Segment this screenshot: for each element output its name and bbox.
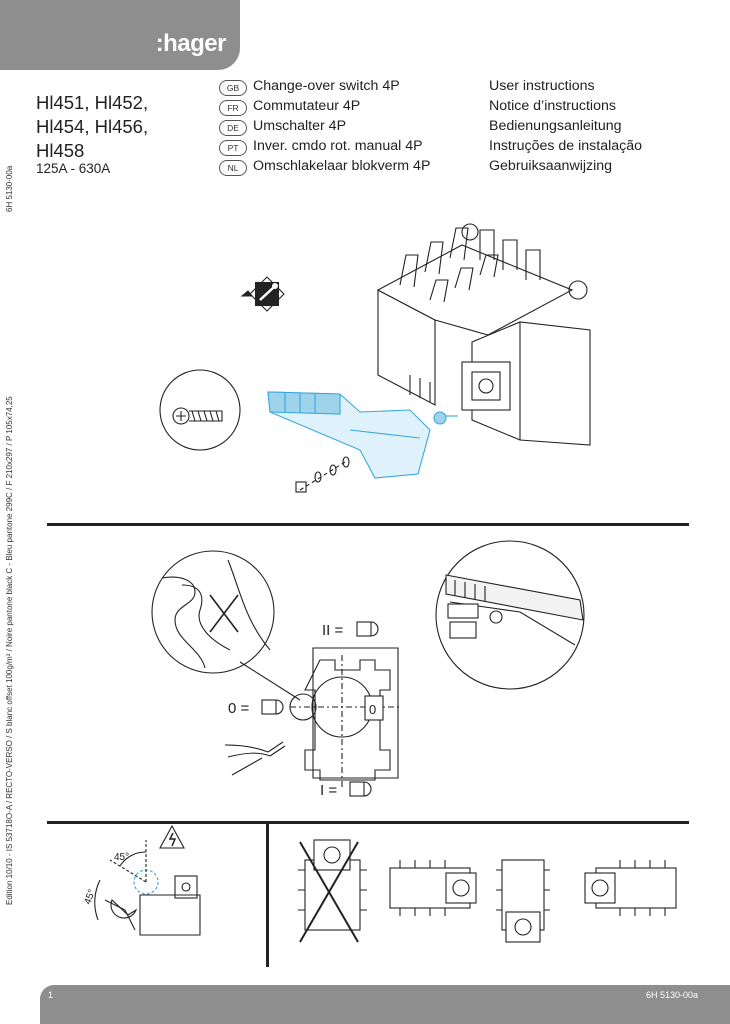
language-code-badge: PT (219, 140, 247, 156)
mechanism-plate (289, 647, 400, 790)
page-footer: 1 6H 5130-00a (40, 985, 730, 1024)
language-code-badge: GB (219, 80, 247, 96)
product-name: Umschalter 4P (253, 118, 347, 134)
screw-assembly (295, 456, 350, 493)
footer-doc-ref: 6H 5130-00a (645, 990, 698, 1000)
orientation-allowed-1 (389, 860, 477, 916)
brand-header-tab: :hager (0, 0, 240, 70)
instructions-title: User instructions (489, 78, 595, 94)
current-rating: 125A - 630A (36, 161, 111, 176)
instructions-title: Bedienungsanleitung (489, 118, 622, 134)
product-name: Omschlakelaar blokverm 4P (253, 158, 431, 174)
language-row-nl: NL Omschlakelaar blokverm 4P Gebruiksaan… (219, 158, 679, 178)
position-0-label: 0 = (228, 700, 250, 717)
product-name: Commutateur 4P (253, 98, 361, 114)
lock-symbols (261, 621, 379, 797)
instructions-title: Notice d’instructions (489, 98, 616, 114)
model-list: Hl451, Hl452, Hl454, Hl456, Hl458 (36, 91, 148, 163)
instructions-title: Gebruiksaanwijzing (489, 158, 613, 174)
column-divider (266, 822, 269, 967)
model-line: Hl451, Hl452, (36, 92, 149, 113)
cutting-pliers-icon (224, 741, 286, 776)
rotation-angle-diagram (94, 824, 201, 936)
dial-zero-mark: 0 (369, 702, 376, 717)
handle-part (267, 391, 458, 479)
product-name: Change-over switch 4P (253, 78, 400, 94)
hager-logo: :hager (155, 30, 227, 57)
language-row-de: DE Umschalter 4P Bedienungsanleitung (219, 118, 679, 138)
orientation-forbidden (298, 839, 367, 943)
model-line: Hl454, Hl456, (36, 116, 149, 137)
latch-detail-circle (151, 550, 301, 701)
orientation-allowed-2 (496, 859, 550, 943)
language-row-pt: PT Inver. cmdo rot. manual 4P Instruções… (219, 138, 679, 158)
language-code-badge: NL (219, 160, 247, 176)
angle-label-left: 45° (82, 888, 98, 906)
screw-detail-icon (159, 369, 241, 451)
language-row-gb: GB Change-over switch 4P User instructio… (219, 78, 679, 98)
product-name: Inver. cmdo rot. manual 4P (253, 138, 423, 154)
instructions-title: Instruções de instalação (489, 138, 643, 154)
tool-pictogram-icon (240, 276, 285, 312)
page-number: 1 (48, 990, 54, 1000)
angle-label-top: 45° (114, 852, 129, 863)
section-divider (47, 523, 689, 526)
handle-detail-circle (435, 540, 585, 690)
changeover-switch-body (376, 223, 591, 446)
position-I-label: I = (320, 782, 337, 799)
language-code-badge: DE (219, 120, 247, 136)
orientation-allowed-3 (584, 860, 677, 916)
language-row-fr: FR Commutateur 4P Notice d’instructions (219, 98, 679, 118)
language-code-badge: FR (219, 100, 247, 116)
position-II-label: II = (322, 622, 344, 639)
section-divider (47, 821, 689, 824)
model-line: Hl458 (36, 140, 85, 161)
